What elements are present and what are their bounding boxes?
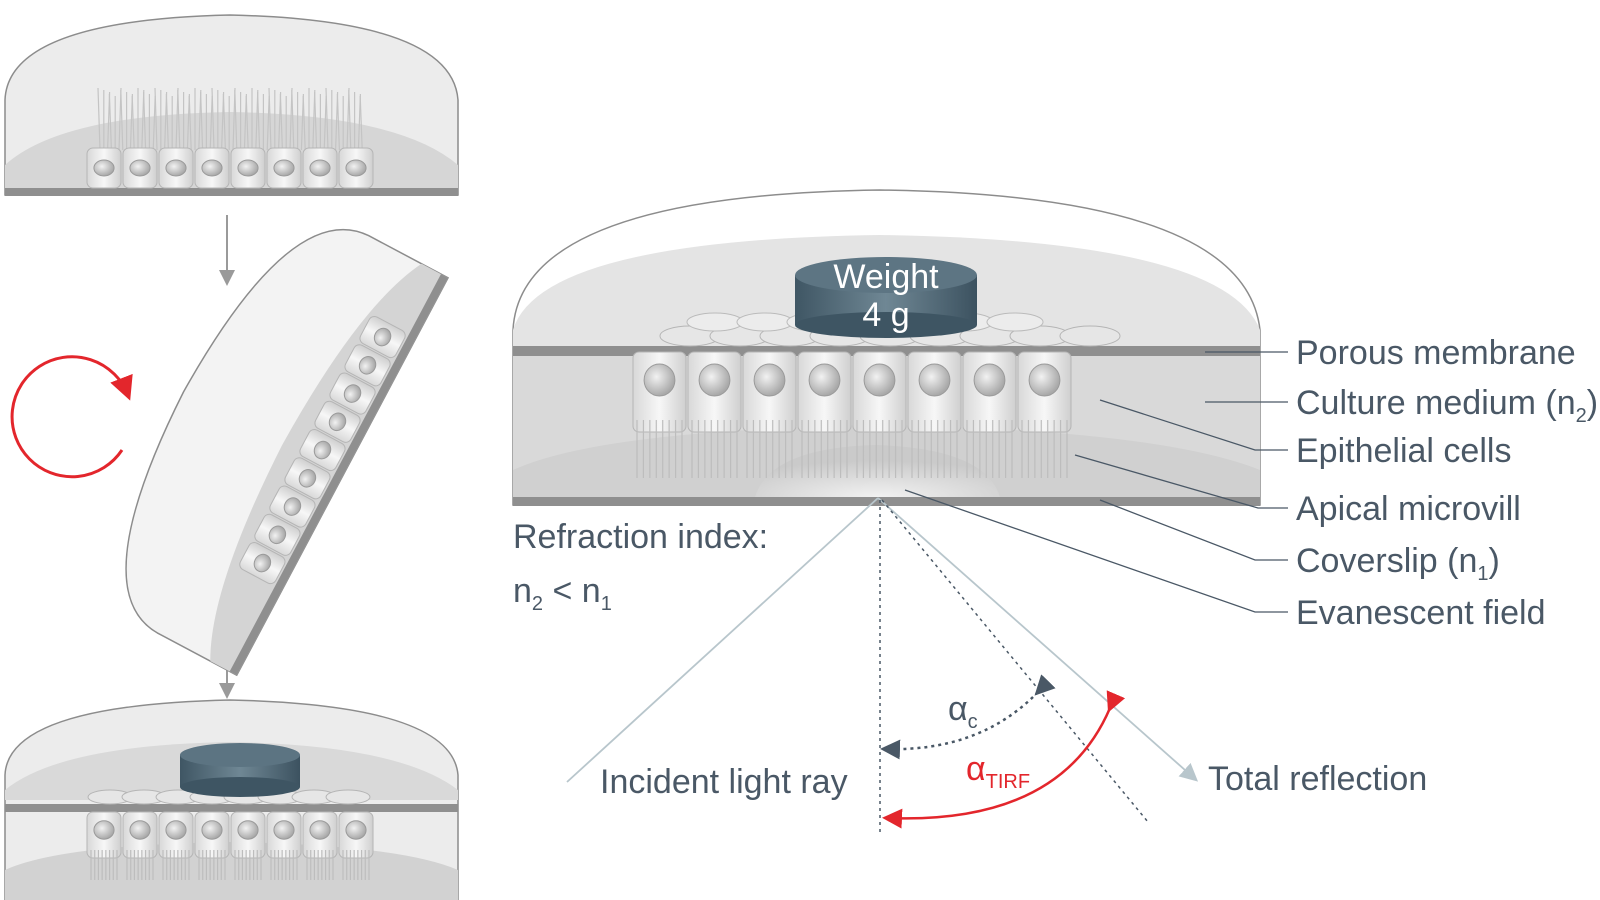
cell <box>962 351 1017 478</box>
label-total-reflection: Total reflection <box>1208 760 1427 798</box>
cell <box>338 147 374 189</box>
label-epithelial-cells: Epithelial cells <box>1296 432 1511 470</box>
cell <box>797 351 852 478</box>
leader-lines <box>904 351 1288 613</box>
cell <box>158 811 194 880</box>
porous-membrane-layer <box>513 346 1260 356</box>
cell <box>742 351 797 478</box>
rotate-icon <box>10 355 133 479</box>
cell <box>86 811 122 880</box>
weight-label-line2: 4 g <box>862 296 909 334</box>
flat-cell <box>1059 325 1121 347</box>
cell <box>687 351 742 478</box>
cell <box>338 811 374 880</box>
refraction-index-relation: n2 < n1 <box>513 572 612 615</box>
flat-cell <box>686 312 744 332</box>
flat-cell <box>736 312 794 332</box>
epithelial-cells-main <box>632 351 1072 478</box>
cell <box>266 147 302 189</box>
dish-top <box>4 14 459 196</box>
main-dish: Weight 4 g <box>512 189 1261 506</box>
incident-ray-line <box>566 497 879 783</box>
label-alpha-tirf: αTIRF <box>966 750 1030 793</box>
cell <box>266 811 302 880</box>
label-coverslip: Coverslip (n1) <box>1296 542 1500 585</box>
cell <box>239 542 286 585</box>
cell <box>194 147 230 189</box>
coverslip-layer <box>513 497 1260 506</box>
cell <box>852 351 907 478</box>
light-rays <box>566 497 1199 833</box>
cell <box>907 351 962 478</box>
dish-bottom <box>4 699 459 900</box>
flat-cell <box>325 789 371 805</box>
cell <box>86 147 122 189</box>
cells-top <box>86 147 374 189</box>
cell <box>284 457 331 500</box>
reflected-ray-line <box>877 497 1199 782</box>
flat-cell <box>986 312 1044 332</box>
cell <box>230 811 266 880</box>
cell <box>158 147 194 189</box>
label-evanescent-field: Evanescent field <box>1296 594 1546 632</box>
cell <box>302 811 338 880</box>
weight-small <box>180 743 300 797</box>
cell <box>314 400 361 443</box>
label-alpha-c: αc <box>948 690 978 733</box>
cell <box>299 429 346 472</box>
cell <box>269 485 316 528</box>
cells-tilted <box>239 316 406 585</box>
cell <box>194 811 230 880</box>
cell <box>1017 351 1072 478</box>
microvilli-top <box>97 87 363 151</box>
cell <box>632 351 687 478</box>
label-culture-medium: Culture medium (n2) <box>1296 384 1598 427</box>
alpha-tirf-arc <box>882 690 1126 829</box>
cell <box>302 147 338 189</box>
cell <box>254 513 301 556</box>
cell <box>344 344 391 387</box>
refraction-index-title: Refraction index: <box>513 518 768 556</box>
label-apical-microvill: Apical microvill <box>1296 490 1521 528</box>
cell <box>122 147 158 189</box>
cell <box>122 811 158 880</box>
cell <box>230 147 266 189</box>
cells-bottom <box>86 789 374 880</box>
dish-tilted <box>125 228 450 677</box>
evanescent-field-shape <box>755 445 1000 497</box>
weight-block: Weight 4 g <box>795 257 977 338</box>
weight-label-line1: Weight <box>833 258 939 296</box>
cell <box>329 372 376 415</box>
cell <box>359 316 406 359</box>
label-porous-membrane: Porous membrane <box>1296 334 1576 372</box>
label-incident-light-ray: Incident light ray <box>600 763 848 801</box>
